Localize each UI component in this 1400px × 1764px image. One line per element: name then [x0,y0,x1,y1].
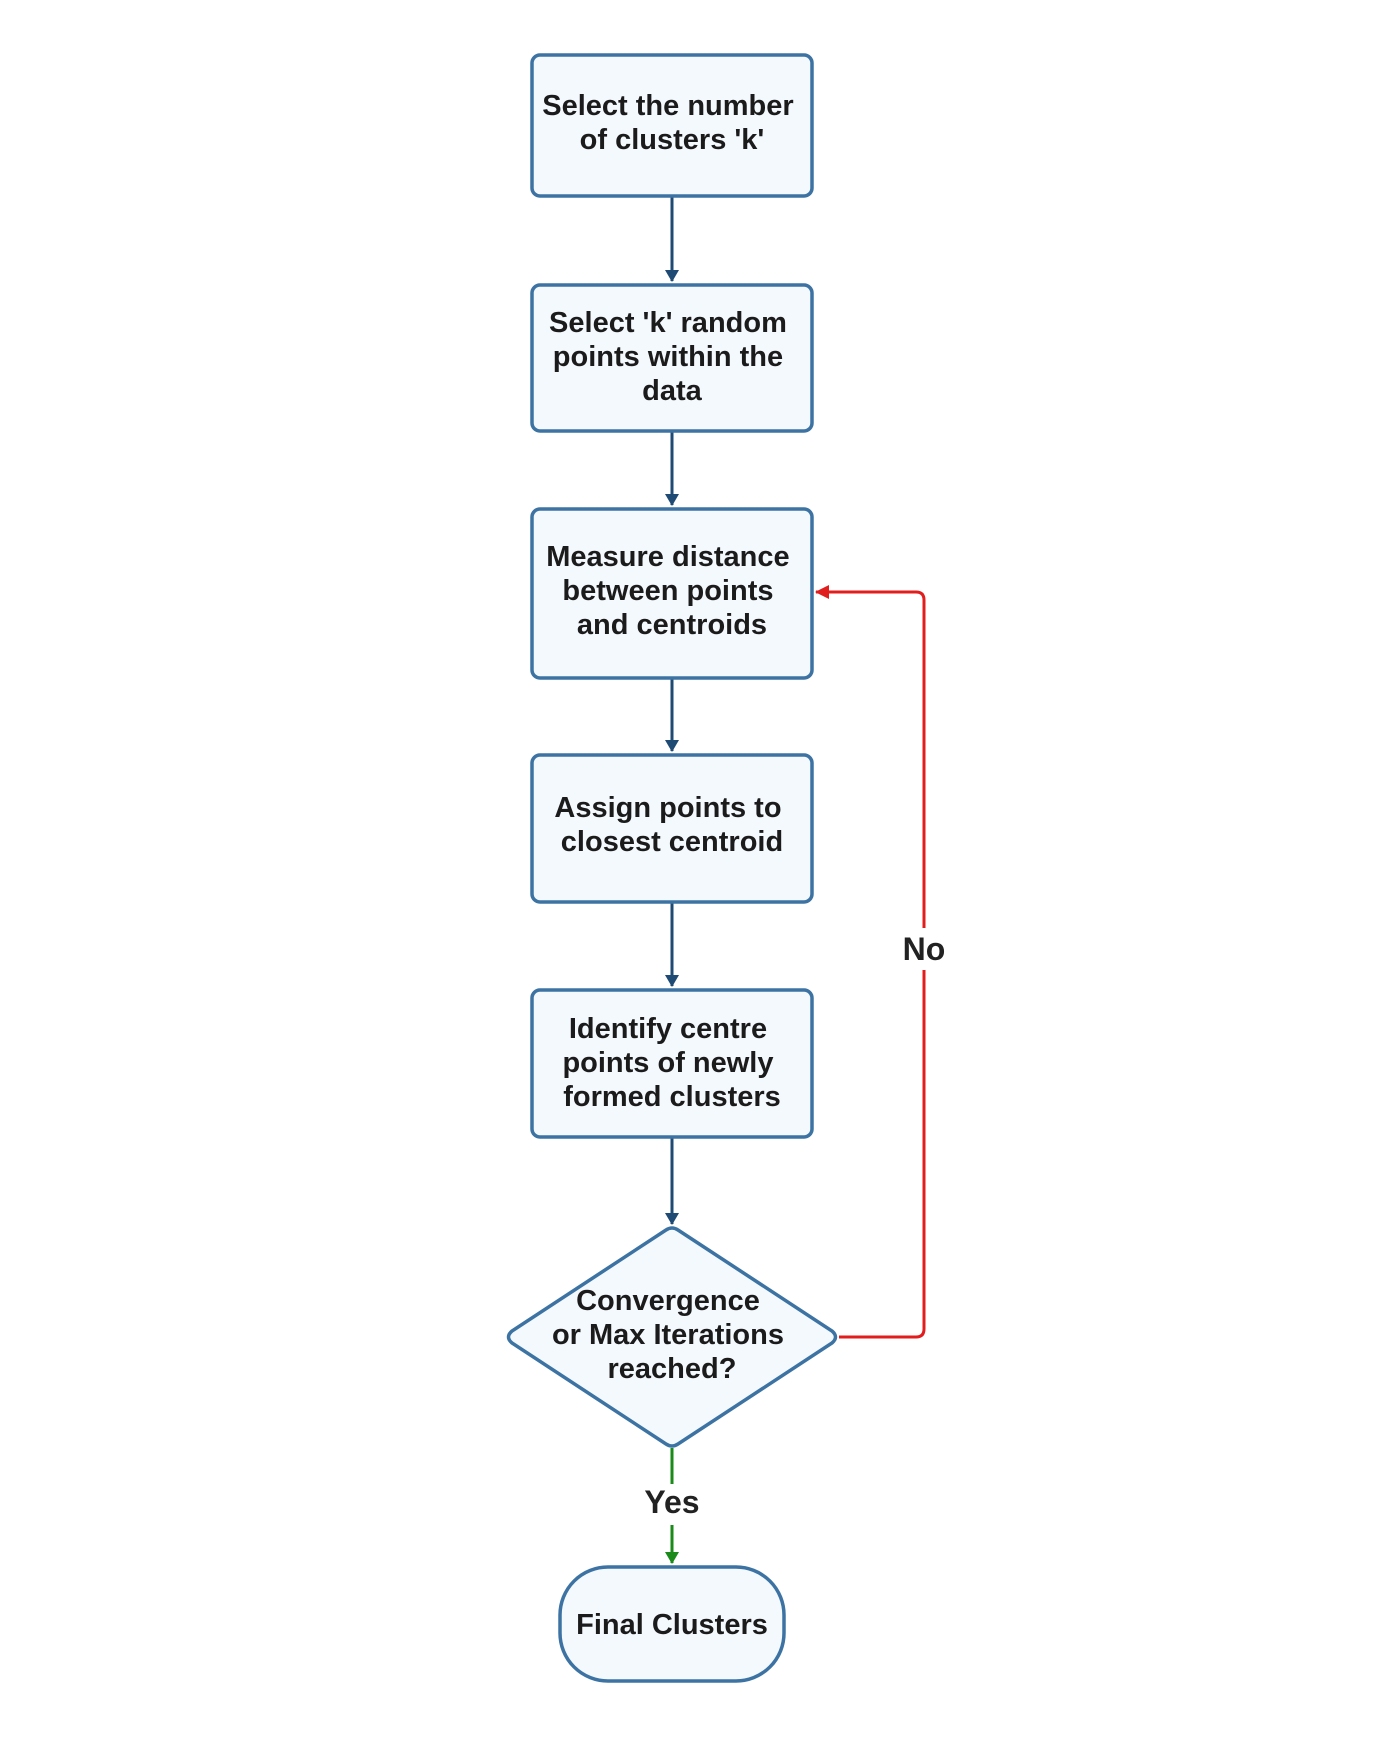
node-identify-centres: Identify centre points of newly formed c… [530,988,814,1139]
node-random-points-line-3: data [642,375,703,407]
node-random-points-box [530,283,814,433]
node-select-k-box [530,53,814,198]
node-select-k-line-1: Select the number [542,90,793,122]
node-assign-points-line-1: Assign points to [554,792,781,824]
node-identify-centres-line-2: points of newly [562,1047,773,1079]
node-assign-points-box [530,753,814,904]
node-convergence-line-2: or Max Iterations [552,1319,784,1351]
node-identify-centres-line-1: Identify centre [569,1013,767,1045]
node-random-points-line-1: Select 'k' random [549,307,787,339]
node-final-clusters: Final Clusters [558,1565,786,1683]
node-assign-points-line-2: closest centroid [561,826,783,858]
node-convergence-line-3: reached? [608,1353,737,1385]
node-convergence-diamond [506,1226,838,1448]
node-measure-distance-line-2: between points [562,575,773,607]
node-assign-points: Assign points to closest centroid [530,753,814,904]
node-convergence-label: Convergence or Max Iterations reached? [552,1285,792,1385]
node-final-clusters-label: Final Clusters [576,1609,768,1641]
node-measure-distance: Measure distance between points and cent… [530,507,814,680]
no-label: No [903,931,946,967]
node-identify-centres-box [530,988,814,1139]
node-convergence-decision: Convergence or Max Iterations reached? [506,1226,838,1448]
no-label-background [898,928,950,970]
node-identify-centres-line-3: formed clusters [563,1081,781,1113]
node-identify-centres-label: Identify centre points of newly formed c… [562,1013,781,1113]
node-measure-distance-box [530,507,814,680]
node-measure-distance-label: Measure distance between points and cent… [546,541,797,641]
node-measure-distance-line-1: Measure distance [546,541,789,573]
node-convergence-line-1: Convergence [576,1285,760,1317]
node-measure-distance-line-3: and centroids [577,609,767,641]
node-random-points-label: Select 'k' random points within the data [549,307,795,407]
node-final-clusters-terminal [558,1565,786,1683]
node-select-k-label: Select the number of clusters 'k' [542,90,801,156]
node-select-k: Select the number of clusters 'k' [530,53,814,198]
node-select-k-line-2: of clusters 'k' [580,124,765,156]
node-assign-points-label: Assign points to closest centroid [554,792,789,858]
yes-label: Yes [644,1484,699,1520]
node-random-points-line-2: points within the [553,341,783,373]
node-random-points: Select 'k' random points within the data [530,283,814,433]
